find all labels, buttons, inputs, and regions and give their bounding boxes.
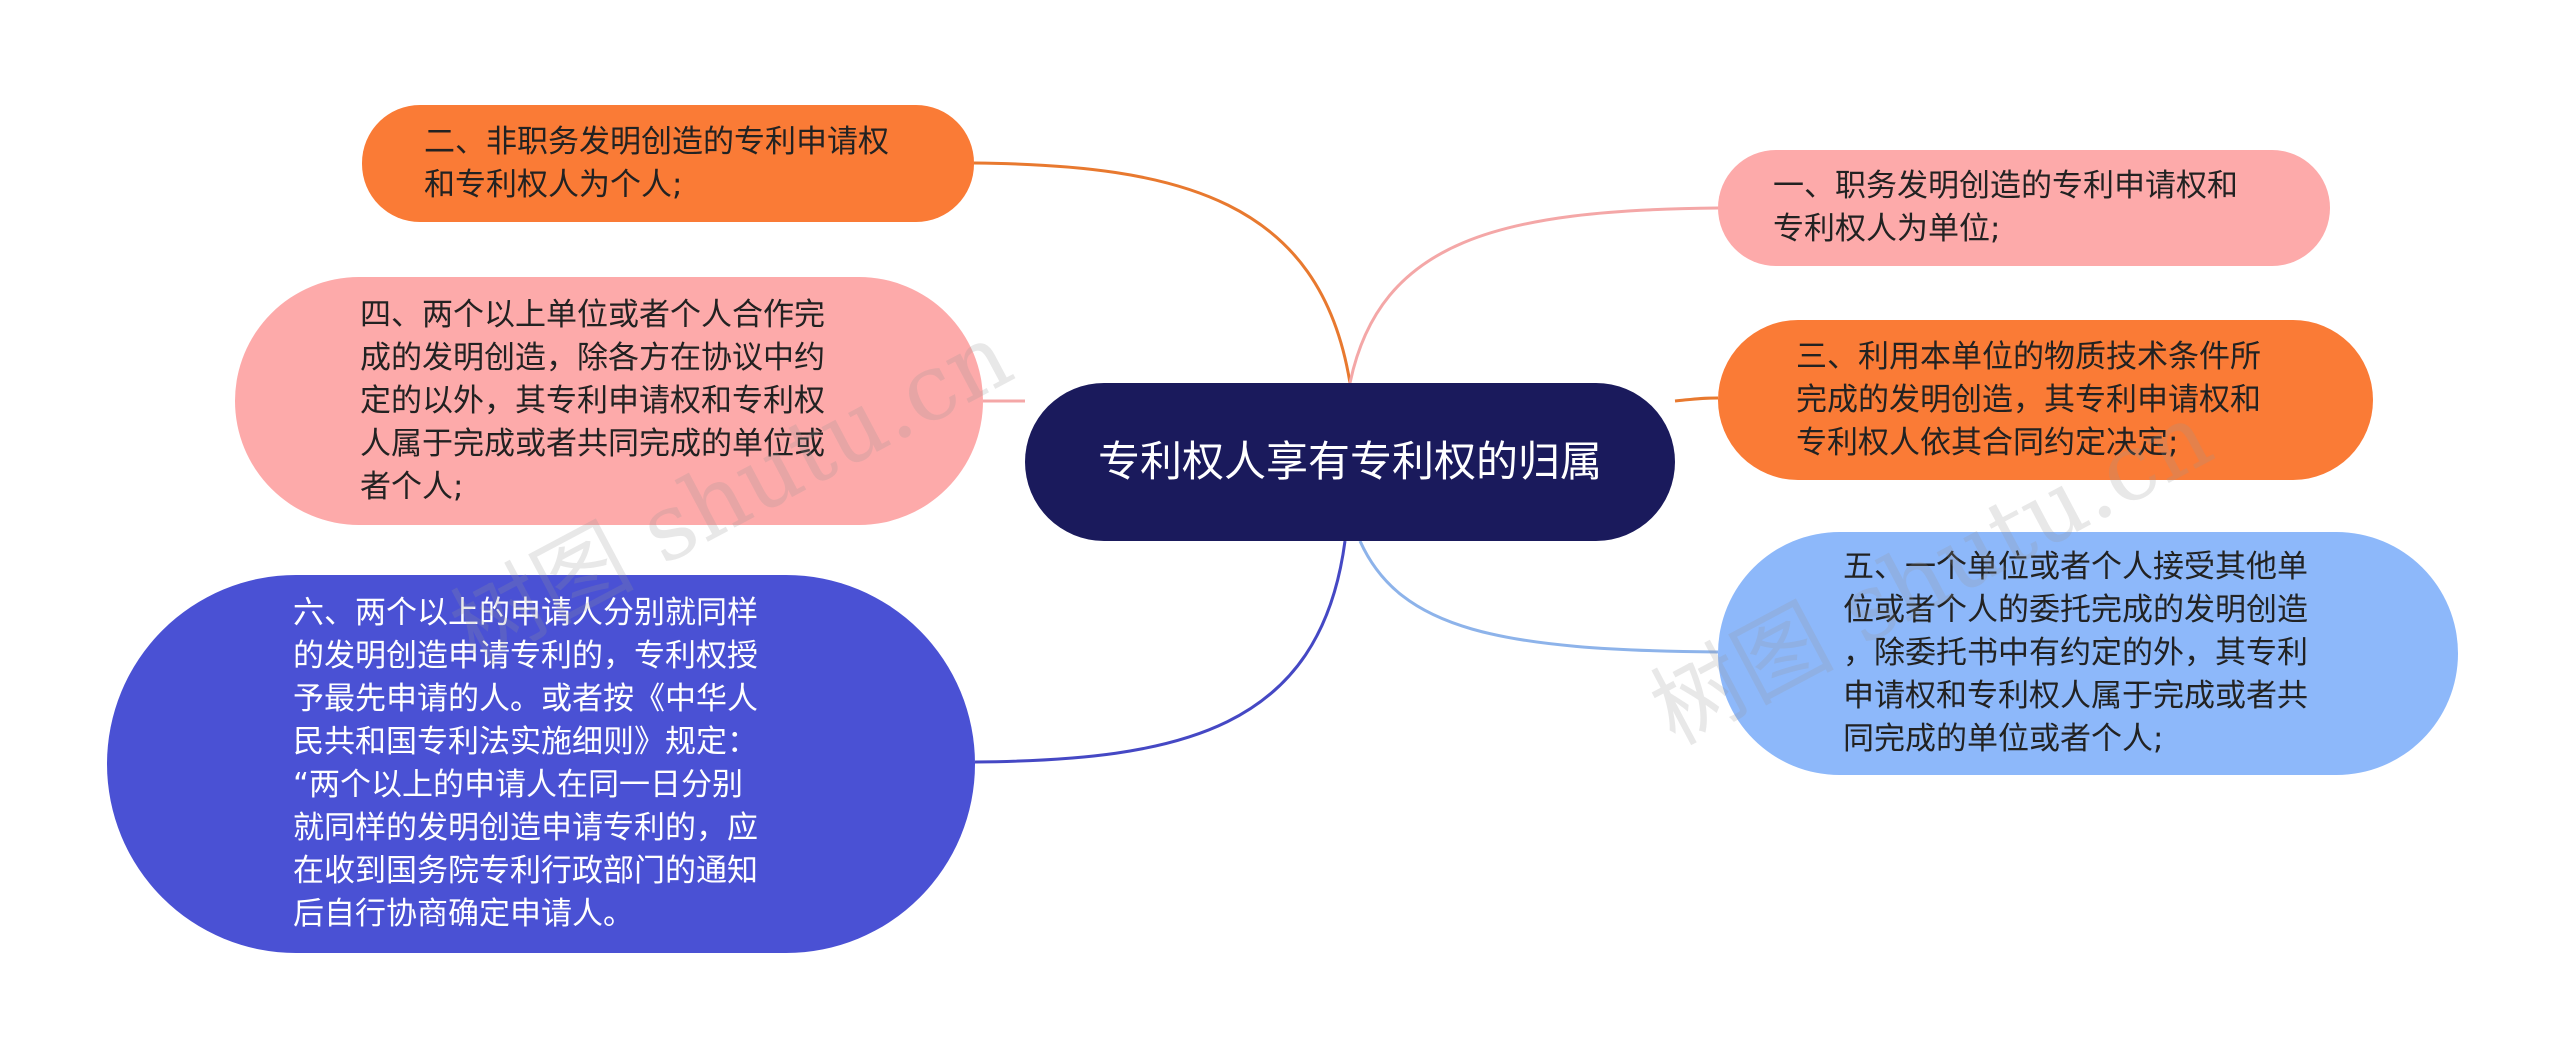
branch-label-6: 六、两个以上的申请人分别就同样 的发明创造申请专利的，专利权授 予最先申请的人。…: [293, 595, 758, 932]
link-n6: [974, 540, 1347, 764]
link-n1: [1348, 206, 1719, 384]
link-n3: [1674, 396, 1719, 403]
branch-node-6[interactable]: 六、两个以上的申请人分别就同样 的发明创造申请专利的，专利权授 予最先申请的人。…: [107, 575, 975, 953]
root-node[interactable]: 专利权人享有专利权的归属: [1025, 383, 1675, 541]
branch-node-4[interactable]: 四、两个以上单位或者个人合作完 成的发明创造，除各方在协议中约 定的以外，其专利…: [235, 277, 983, 525]
branch-node-2[interactable]: 二、非职务发明创造的专利申请权 和专利权人为个人;: [362, 105, 974, 222]
branch-label-4: 四、两个以上单位或者个人合作完 成的发明创造，除各方在协议中约 定的以外，其专利…: [360, 296, 825, 505]
branch-node-1[interactable]: 一、职务发明创造的专利申请权和 专利权人为单位;: [1718, 150, 2330, 266]
branch-label-1: 一、职务发明创造的专利申请权和 专利权人为单位;: [1773, 168, 2238, 247]
root-label: 专利权人享有专利权的归属: [1097, 437, 1602, 486]
branch-label-2: 二、非职务发明创造的专利申请权 和专利权人为个人;: [424, 123, 889, 203]
branch-label-3: 三、利用本单位的物质技术条件所 完成的发明创造，其专利申请权和 专利权人依其合同…: [1796, 338, 2261, 461]
branch-label-5: 五、一个单位或者个人接受其他单 位或者个人的委托完成的发明创造 ，除委托书中有约…: [1843, 549, 2308, 757]
link-n2: [973, 161, 1352, 384]
link-n5: [1358, 540, 1719, 654]
branch-node-5[interactable]: 五、一个单位或者个人接受其他单 位或者个人的委托完成的发明创造 ，除委托书中有约…: [1718, 532, 2458, 775]
branch-node-3[interactable]: 三、利用本单位的物质技术条件所 完成的发明创造，其专利申请权和 专利权人依其合同…: [1718, 320, 2373, 480]
